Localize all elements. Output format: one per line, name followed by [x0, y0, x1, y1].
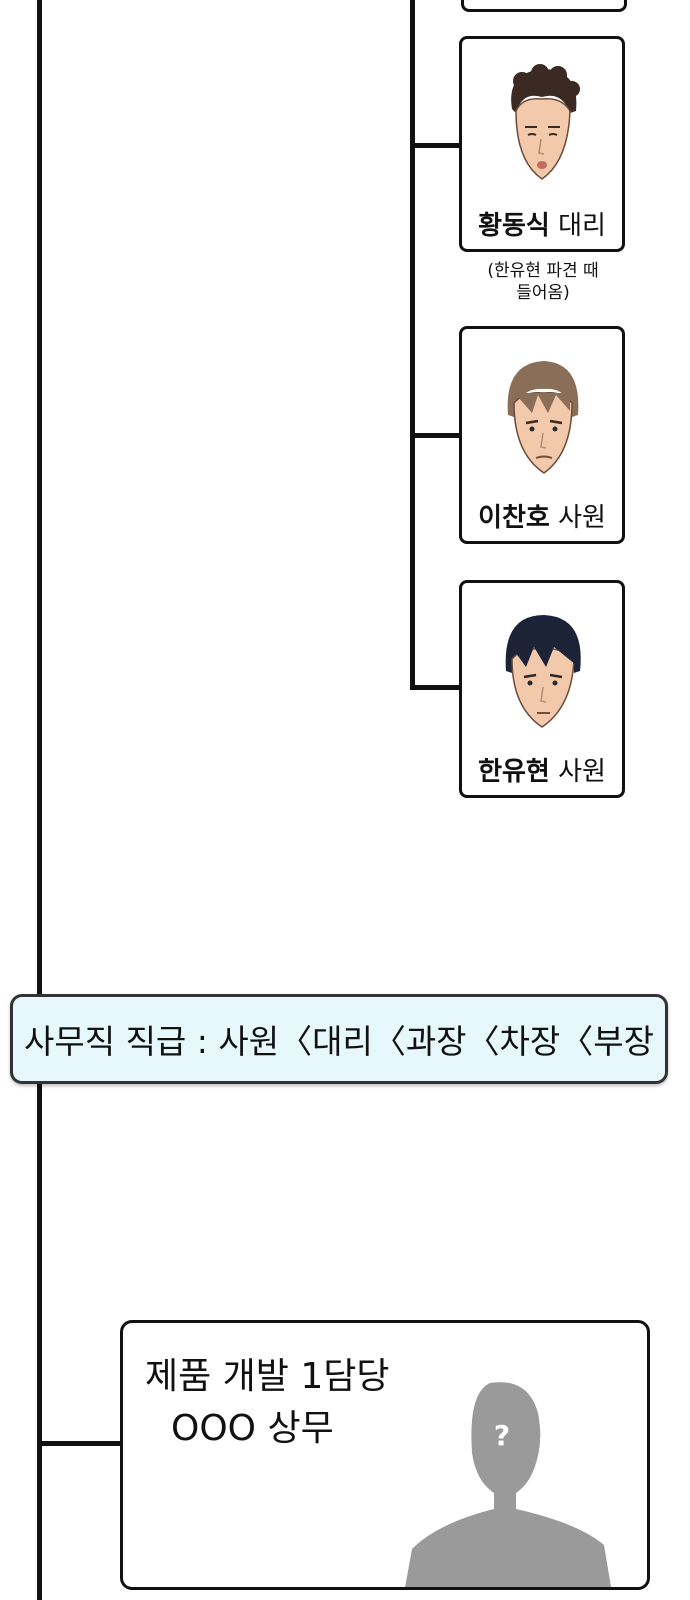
- member-name-label: 황동식 대리: [462, 205, 622, 242]
- member-card: 이찬호 사원: [459, 326, 625, 544]
- member-name-label: 한유현 사원: [462, 751, 622, 788]
- member-name: 한유현: [478, 757, 550, 787]
- rank-order-banner: 사무직 직급 : 사원〈대리〈과장〈차장〈부장: [10, 994, 668, 1084]
- portrait-avatar: [505, 615, 581, 728]
- portrait-avatar: [511, 64, 580, 180]
- member-note: (한유현 파견 때 들어옴): [460, 260, 626, 304]
- unknown-person-silhouette: ?: [405, 1382, 611, 1587]
- rank-order-text: 사무직 직급 : 사원〈대리〈과장〈차장〈부장: [24, 1022, 654, 1061]
- member-card: 황동식 대리: [459, 36, 625, 252]
- member-note-line: 들어옴): [516, 283, 570, 303]
- member-name: 이찬호: [478, 503, 550, 533]
- connector-line: [40, 1441, 122, 1446]
- connector-line: [410, 143, 462, 148]
- portrait-avatar: [507, 361, 579, 474]
- executive-card: 제품 개발 1담당 OOO 상무 ?: [120, 1320, 650, 1590]
- member-note-line: (한유현 파견 때: [487, 261, 599, 281]
- connector-line: [410, 433, 462, 438]
- member-card: 한유현 사원: [459, 580, 625, 798]
- executive-title: OOO 상무: [171, 1408, 334, 1449]
- member-name-label: 이찬호 사원: [462, 497, 622, 534]
- member-rank: 대리: [558, 211, 606, 241]
- member-rank: 사원: [558, 757, 606, 787]
- executive-department: 제품 개발 1담당: [145, 1356, 390, 1397]
- branch-vertical-line: [410, 0, 415, 690]
- main-vertical-line: [37, 0, 42, 1600]
- member-rank: 사원: [558, 503, 606, 533]
- unknown-mark: ?: [494, 1419, 510, 1452]
- member-name: 황동식: [478, 211, 550, 241]
- connector-line: [410, 685, 462, 690]
- previous-member-card: [461, 0, 627, 12]
